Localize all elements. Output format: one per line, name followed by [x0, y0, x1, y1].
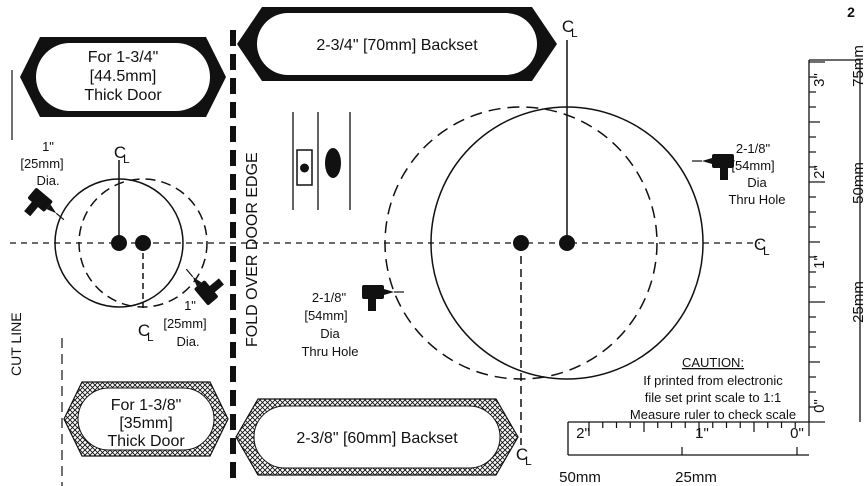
horizontal-ruler: 2" 1" 0" 50mm 25mm	[559, 421, 810, 486]
centerline-symbol-bottom-left: C L	[138, 321, 154, 344]
large-hole-left-line2: [54mm]	[304, 308, 347, 323]
large-hole-right-line1: 2-1/8"	[736, 141, 771, 156]
centerline-symbol-right: C L	[754, 235, 770, 258]
small-hole-top-line1: 1"	[42, 139, 54, 154]
small-hole-bottom-line2: [25mm]	[163, 316, 206, 331]
large-hole-left-line3: Dia	[320, 326, 340, 341]
center-point-70-small	[111, 235, 127, 251]
drill-icon-large-right	[691, 153, 735, 181]
thick-door-box	[36, 43, 210, 111]
vertical-ruler-label-2in: 2"	[811, 165, 828, 179]
svg-text:L: L	[147, 330, 154, 344]
horizontal-ruler-label-50mm: 50mm	[559, 469, 601, 486]
caution-line1: If printed from electronic	[643, 373, 783, 388]
thick-door-line3: Thick Door	[84, 87, 162, 104]
hinge-icon	[292, 112, 351, 210]
large-hole-right-line4: Thru Hole	[728, 192, 785, 207]
small-hole-bottom-line3: Dia.	[176, 334, 199, 349]
svg-text:C: C	[754, 235, 766, 254]
small-hole-top-line3: Dia.	[36, 173, 59, 188]
horizontal-ruler-label-2in: 2"	[576, 425, 590, 442]
page-number: 2	[847, 4, 855, 20]
svg-text:C: C	[138, 321, 150, 340]
large-hole-right-line2: [54mm]	[731, 158, 774, 173]
caution-line2: file set print scale to 1:1	[645, 390, 782, 405]
svg-text:C: C	[114, 143, 126, 162]
caution-line3: Measure ruler to check scale	[630, 407, 796, 422]
center-point-60-small	[135, 235, 151, 251]
small-hole-bottom-line1: 1"	[184, 298, 196, 313]
center-point-70-large	[559, 235, 575, 251]
caution-title: CAUTION:	[682, 355, 744, 370]
vertical-ruler-label-75mm: 75mm	[850, 45, 867, 87]
cut-line-label: CUT LINE	[8, 312, 24, 376]
large-hole-left-line1: 2-1/8"	[312, 290, 347, 305]
backset-70-box	[257, 13, 537, 75]
vertical-ruler-label-50mm: 50mm	[850, 162, 867, 204]
fold-label: FOLD OVER DOOR EDGE	[244, 152, 261, 347]
thick-door-line2: [44.5mm]	[90, 68, 157, 85]
svg-text:L: L	[123, 152, 130, 166]
large-hole-left-line4: Thru Hole	[301, 344, 358, 359]
centerline-symbol-top-left: C L	[114, 143, 130, 166]
vertical-ruler-label-25mm: 25mm	[850, 281, 867, 323]
vertical-ruler-label-0in: 0"	[811, 399, 828, 413]
backset-60-box	[253, 405, 501, 469]
backset-70-label: 2-3/4" [70mm] Backset	[316, 37, 478, 54]
svg-text:L: L	[525, 454, 532, 468]
vertical-ruler: 3" 2" 1" 0" 75mm 50mm 25mm	[808, 45, 867, 423]
thin-door-line2: [35mm]	[119, 415, 172, 432]
center-point-60-large	[513, 235, 529, 251]
backset-60-label: 2-3/8" [60mm] Backset	[296, 430, 458, 447]
vertical-ruler-label-1in: 1"	[811, 255, 828, 269]
vertical-ruler-label-3in: 3"	[811, 73, 828, 87]
centerline-symbol-top: C L	[562, 17, 578, 40]
svg-text:L: L	[571, 26, 578, 40]
svg-text:L: L	[763, 244, 770, 258]
drill-icon-small-top	[18, 186, 70, 235]
thin-door-box	[77, 387, 215, 451]
thin-door-line3: Thick Door	[107, 433, 185, 450]
drill-icon-large-left	[361, 284, 405, 312]
large-hole-right-line3: Dia	[747, 175, 767, 190]
horizontal-ruler-label-1in: 1"	[695, 425, 709, 442]
thin-door-line1: For 1-3/8"	[111, 397, 182, 414]
small-hole-top-line2: [25mm]	[20, 156, 63, 171]
svg-text:C: C	[562, 17, 574, 36]
thick-door-line1: For 1-3/4"	[88, 49, 159, 66]
horizontal-ruler-label-0in: 0"	[790, 425, 804, 442]
horizontal-ruler-label-25mm: 25mm	[675, 469, 717, 486]
centerline-symbol-bottom: C L	[516, 445, 532, 468]
svg-text:C: C	[516, 445, 528, 464]
